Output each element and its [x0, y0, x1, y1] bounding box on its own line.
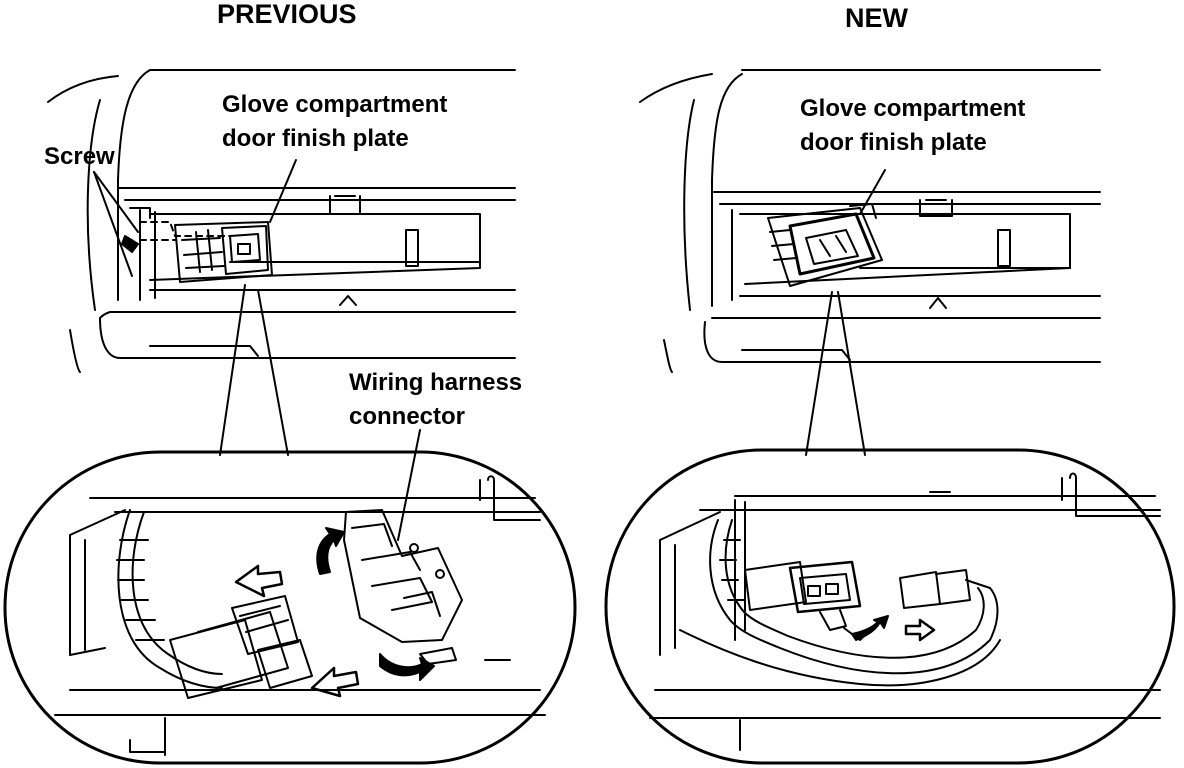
screw-label: Screw — [44, 143, 115, 170]
previous-finish-plate-label-line2: door finish plate — [222, 125, 409, 152]
new-dashboard-drawing — [640, 70, 1100, 455]
new-finish-plate-label-line1: Glove compartment — [800, 95, 1026, 122]
new-finish-plate-label-line2: door finish plate — [800, 129, 987, 156]
new-zoom-detail-drawing — [606, 450, 1174, 763]
previous-heading: PREVIOUS — [217, 0, 357, 29]
previous-finish-plate-label-line1: Glove compartment — [222, 91, 448, 118]
new-finish-plate-drawing — [768, 204, 882, 286]
new-heading: NEW — [845, 3, 908, 33]
previous-finish-plate-drawing — [175, 222, 272, 282]
previous-screw-drawing — [122, 208, 230, 252]
harness-connector-label-line2: connector — [349, 403, 466, 430]
previous-zoom-detail-drawing — [5, 430, 575, 763]
previous-dashboard-drawing — [48, 70, 515, 455]
harness-connector-label-line1: Wiring harness — [349, 369, 523, 396]
